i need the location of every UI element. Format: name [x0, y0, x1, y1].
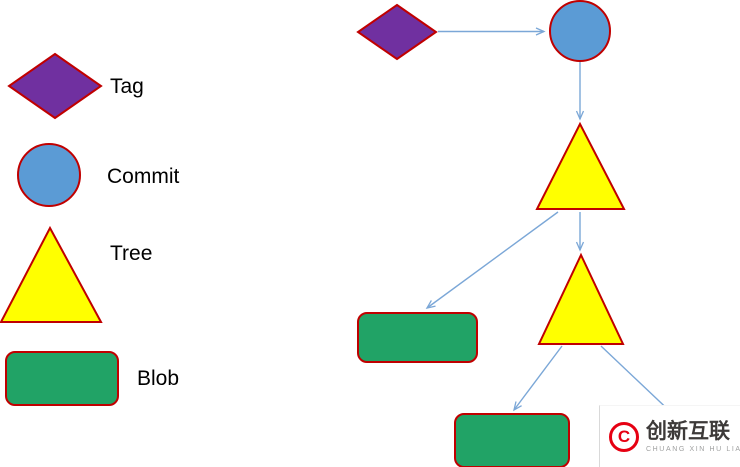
diagram-commit-node: [549, 0, 611, 62]
diagram-tree-node-2: [537, 252, 625, 345]
legend-commit-label: Commit: [107, 165, 179, 188]
legend-commit-circle: [17, 143, 81, 207]
watermark: C 创新互联 CHUANG XIN HU LIAN: [599, 405, 740, 467]
legend-tag-label: Tag: [110, 75, 144, 98]
diagram-tag-node: [356, 3, 438, 61]
watermark-text: 创新互联 CHUANG XIN HU LIAN: [646, 420, 740, 452]
watermark-brand: 创新互联: [646, 420, 730, 444]
legend-tag-diamond: [7, 52, 103, 120]
edge-tree2-to-blob2: [513, 345, 563, 412]
legend-blob-label: Blob: [137, 367, 179, 390]
diagram-blob-node-2: [454, 413, 570, 467]
circle-c-icon: C: [609, 421, 639, 452]
legend-tree-label: Tree: [110, 242, 152, 265]
legend-blob-rect: [5, 351, 119, 406]
watermark-subtitle: CHUANG XIN HU LIAN: [646, 445, 740, 453]
legend-tree-triangle: [0, 225, 103, 323]
diagram-blob-node-1: [357, 312, 478, 363]
edge-tree1-to-blob1: [425, 211, 559, 309]
diagram-tree-node-1: [535, 121, 626, 210]
